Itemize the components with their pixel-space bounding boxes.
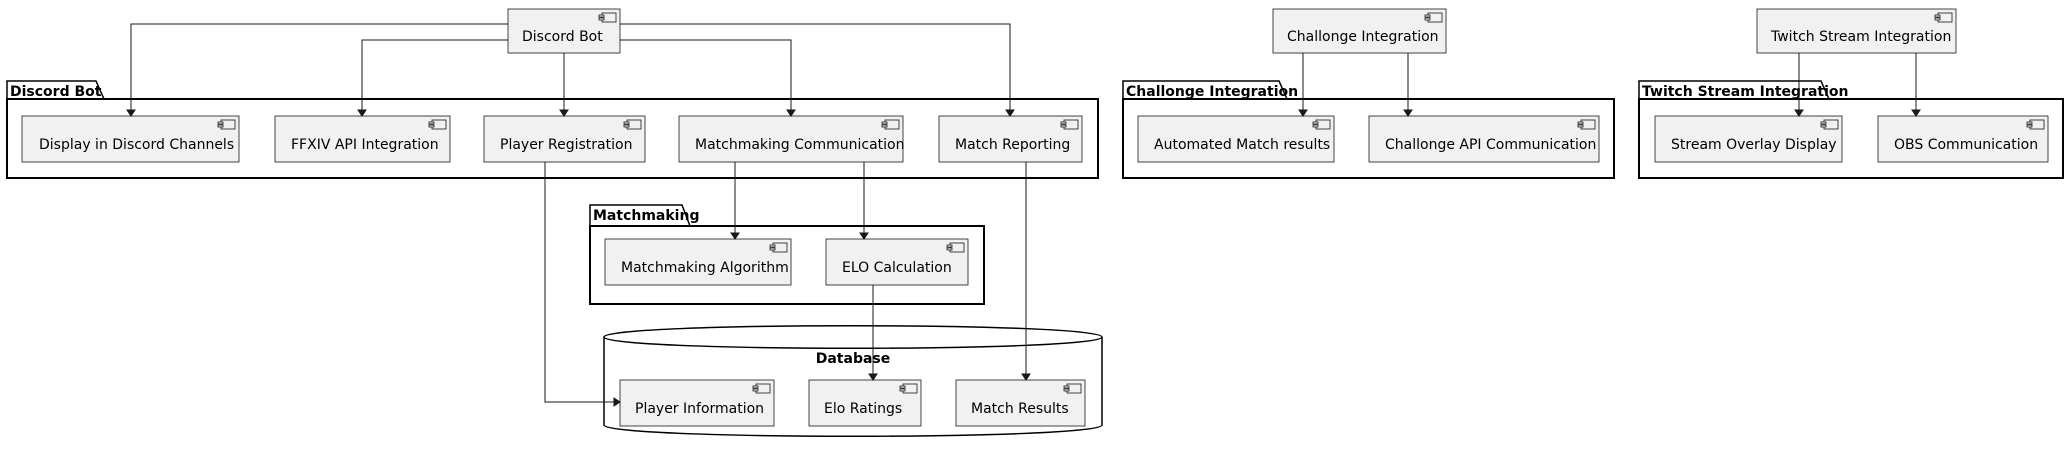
component-discord-bot-top: Discord Bot bbox=[507, 8, 621, 54]
component-challonge-integration-top: Challonge Integration bbox=[1272, 8, 1447, 54]
edge-bot-to-display bbox=[130, 23, 508, 110]
component-icon bbox=[769, 242, 788, 253]
component-label: Twitch Stream Integration bbox=[1770, 29, 1951, 45]
component-icon bbox=[1577, 119, 1596, 130]
component-label: OBS Communication bbox=[1894, 137, 2038, 153]
component-player-registration: Player Registration bbox=[483, 115, 646, 163]
component-label: Matchmaking Communication bbox=[695, 137, 905, 153]
component-icon bbox=[2026, 119, 2045, 130]
component-matchmaking-algorithm: Matchmaking Algorithm bbox=[604, 238, 792, 286]
package-title-matchmaking: Matchmaking bbox=[593, 208, 699, 224]
component-label: Stream Overlay Display bbox=[1671, 137, 1837, 153]
component-label: Player Information bbox=[635, 401, 764, 417]
component-challonge-api-communication: Challonge API Communication bbox=[1368, 115, 1600, 163]
component-obs-communication: OBS Communication bbox=[1877, 115, 2049, 163]
package-title-challonge: Challonge Integration bbox=[1126, 84, 1298, 100]
package-title-discord-bot: Discord Bot bbox=[10, 84, 102, 100]
package-discord-bot: Discord Bot bbox=[6, 80, 1099, 179]
component-label: Match Reporting bbox=[955, 137, 1070, 153]
component-match-reporting: Match Reporting bbox=[938, 115, 1083, 163]
component-icon bbox=[946, 242, 965, 253]
component-icon bbox=[1820, 119, 1839, 130]
component-label: Player Registration bbox=[500, 137, 632, 153]
edge-registration-to-player-info bbox=[544, 162, 614, 403]
package-twitch-stream-integration: Twitch Stream Integration bbox=[1638, 80, 2064, 179]
component-display-in-discord-channels: Display in Discord Channels bbox=[21, 115, 240, 163]
component-icon bbox=[1063, 383, 1082, 394]
component-label: Challonge API Communication bbox=[1385, 137, 1596, 153]
component-label: Display in Discord Channels bbox=[39, 137, 234, 153]
edge-bot-to-ffxiv bbox=[361, 39, 508, 110]
component-elo-calculation: ELO Calculation bbox=[825, 238, 969, 286]
package-challonge-integration: Challonge Integration bbox=[1122, 80, 1615, 179]
component-label: Matchmaking Algorithm bbox=[621, 260, 789, 276]
component-icon bbox=[1060, 119, 1079, 130]
component-matchmaking-communication: Matchmaking Communication bbox=[678, 115, 905, 163]
component-icon bbox=[881, 119, 900, 130]
component-label: Automated Match results bbox=[1154, 137, 1330, 153]
component-icon bbox=[752, 383, 771, 394]
component-icon bbox=[598, 12, 617, 23]
component-match-results: Match Results bbox=[955, 379, 1086, 427]
package-title-twitch: Twitch Stream Integration bbox=[1642, 84, 1848, 100]
component-icon bbox=[899, 383, 918, 394]
edge-bot-to-matchmaking-comm bbox=[620, 39, 792, 110]
component-icon bbox=[1312, 119, 1331, 130]
component-icon bbox=[428, 119, 447, 130]
component-label: Challonge Integration bbox=[1287, 29, 1439, 45]
component-elo-ratings: Elo Ratings bbox=[808, 379, 922, 427]
component-player-information: Player Information bbox=[619, 379, 775, 427]
component-icon bbox=[1934, 12, 1953, 23]
component-stream-overlay-display: Stream Overlay Display bbox=[1654, 115, 1843, 163]
component-label: ELO Calculation bbox=[842, 260, 952, 276]
component-label: FFXIV API Integration bbox=[291, 137, 439, 153]
package-matchmaking: Matchmaking bbox=[589, 204, 985, 305]
component-label: Match Results bbox=[971, 401, 1069, 417]
edge-bot-to-match-reporting bbox=[620, 23, 1011, 110]
database-title: Database bbox=[816, 351, 891, 367]
component-label: Discord Bot bbox=[522, 29, 603, 45]
component-twitch-stream-integration-top: Twitch Stream Integration bbox=[1756, 8, 1957, 54]
component-icon bbox=[623, 119, 642, 130]
component-automated-match-results: Automated Match results bbox=[1137, 115, 1335, 163]
component-icon bbox=[217, 119, 236, 130]
component-ffxiv-api-integration: FFXIV API Integration bbox=[274, 115, 451, 163]
component-icon bbox=[1424, 12, 1443, 23]
component-label: Elo Ratings bbox=[824, 401, 902, 417]
edges bbox=[126, 23, 1921, 407]
